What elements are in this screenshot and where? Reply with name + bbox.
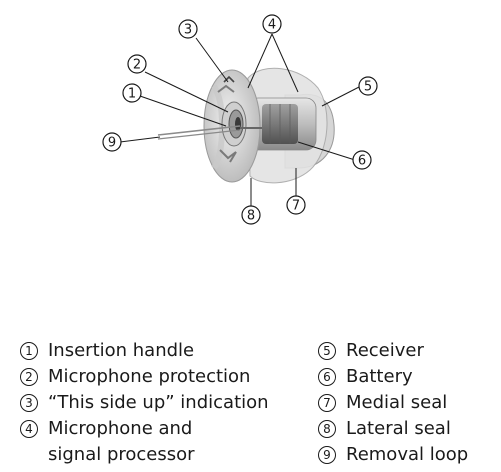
callout-1: 1 <box>122 83 142 103</box>
legend-number: 5 <box>318 342 336 360</box>
legend-label-line-2: signal processor <box>48 444 195 465</box>
callout-7: 7 <box>286 195 306 215</box>
hearing-aid-illustration <box>157 67 335 184</box>
svg-text:1: 1 <box>128 87 136 102</box>
legend-item-9: 9 Removal loop <box>318 442 468 468</box>
callout-6: 6 <box>352 150 372 170</box>
legend-item-1: 1 Insertion handle <box>20 338 194 364</box>
legend-number: 4 <box>20 420 38 438</box>
svg-text:6: 6 <box>358 154 366 169</box>
legend-number: 7 <box>318 394 336 412</box>
legend-item-8: 8 Lateral seal <box>318 416 451 442</box>
callout-4: 4 <box>262 14 282 34</box>
legend-item-6: 6 Battery <box>318 364 413 390</box>
legend-number: 6 <box>318 368 336 386</box>
legend-label: Removal loop <box>346 444 469 465</box>
leader-lines <box>119 33 362 206</box>
callout-8: 8 <box>241 205 261 225</box>
legend-label: Microphone protection <box>48 366 251 387</box>
svg-text:4: 4 <box>268 18 276 33</box>
legend-number: 2 <box>20 368 38 386</box>
callout-3: 3 <box>178 19 198 39</box>
legend-label: Microphone and <box>48 418 193 439</box>
legend-number: 9 <box>318 446 336 464</box>
svg-text:2: 2 <box>133 58 141 73</box>
legend-number: 1 <box>20 342 38 360</box>
legend-item-7: 7 Medial seal <box>318 390 447 416</box>
callout-5: 5 <box>358 76 378 96</box>
svg-text:9: 9 <box>108 136 116 151</box>
legend-label: Battery <box>346 366 413 387</box>
legend-label: Insertion handle <box>48 340 195 361</box>
legend-label: “This side up” indication <box>48 392 269 413</box>
legend-item-4: 4 Microphone and signal processor <box>20 416 195 468</box>
parts-legend: 1 Insertion handle 2 Microphone protecti… <box>0 334 501 472</box>
legend-label: Medial seal <box>346 392 448 413</box>
svg-text:7: 7 <box>292 199 300 214</box>
legend-label: Lateral seal <box>346 418 451 439</box>
legend-label: Receiver <box>346 340 424 361</box>
svg-text:3: 3 <box>184 23 192 38</box>
callout-2: 2 <box>127 54 147 74</box>
svg-text:5: 5 <box>364 80 372 95</box>
legend-number: 8 <box>318 420 336 438</box>
legend-item-2: 2 Microphone protection <box>20 364 250 390</box>
legend-item-5: 5 Receiver <box>318 338 424 364</box>
legend-number: 3 <box>20 394 38 412</box>
legend-item-3: 3 “This side up” indication <box>20 390 269 416</box>
callout-9: 9 <box>102 132 122 152</box>
svg-text:8: 8 <box>247 209 255 224</box>
hearing-aid-diagram: 3 4 2 1 5 9 6 7 8 <box>102 14 378 225</box>
